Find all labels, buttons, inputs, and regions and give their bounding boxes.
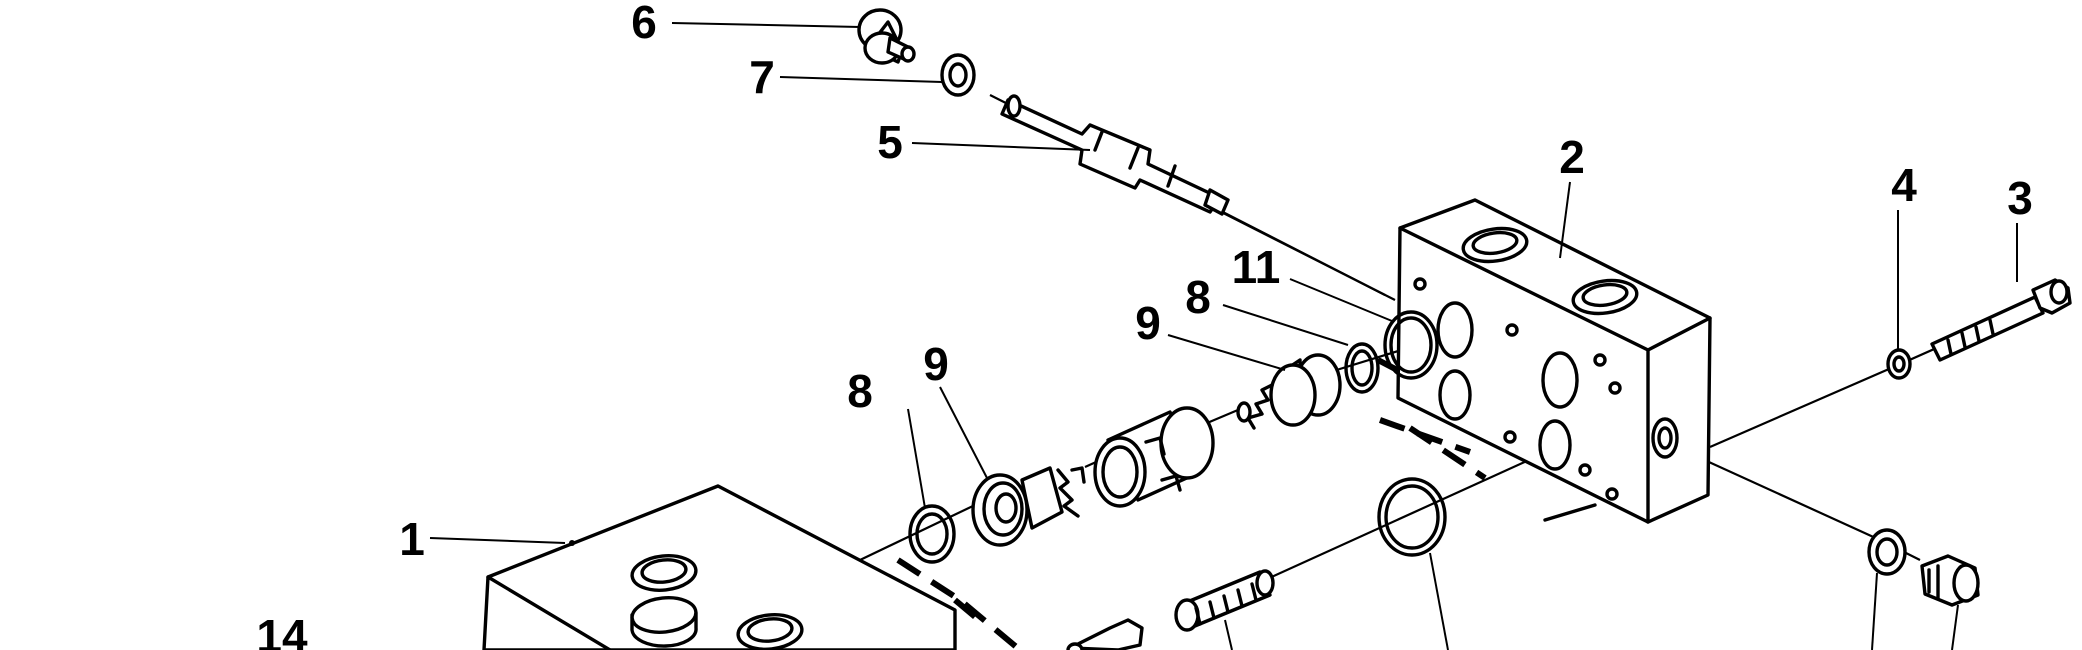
callout-9-upper: 9 — [1135, 297, 1161, 349]
callout-11: 11 — [1232, 241, 1281, 293]
part-1-main-block — [482, 484, 957, 650]
small-fitting — [1066, 618, 1144, 650]
sleeve — [1093, 406, 1215, 508]
part-9-lower-poppet — [971, 466, 1086, 547]
callout-4: 4 — [1891, 159, 1917, 211]
part-3-bolt — [1930, 278, 2072, 362]
part-4-washer — [1886, 348, 1912, 380]
callout-3: 3 — [2007, 172, 2033, 224]
callout-8-lower: 8 — [847, 365, 873, 417]
part-11-oring — [1383, 310, 1439, 380]
callout-14: 14 — [256, 610, 308, 650]
callout-8-upper: 8 — [1185, 271, 1211, 323]
callout-9-lower: 9 — [923, 338, 949, 390]
threaded-plug — [1174, 569, 1275, 632]
part-8-lower-oring — [908, 504, 956, 564]
part-2-valve-block — [1396, 198, 1712, 524]
callouts: 6 7 5 2 4 3 11 8 9 8 9 1 14 — [256, 0, 2032, 650]
part-9-upper-poppet — [1236, 353, 1342, 430]
part-7-seal — [940, 53, 976, 97]
callout-6: 6 — [631, 0, 657, 48]
callout-7: 7 — [749, 51, 775, 103]
callout-5: 5 — [877, 116, 903, 168]
oring-lower-middle — [1377, 477, 1447, 557]
callout-1: 1 — [399, 513, 425, 565]
part-6-plug — [857, 8, 916, 65]
part-5-spool — [1000, 94, 1230, 216]
callout-2: 2 — [1559, 131, 1585, 183]
leader-lines — [429, 22, 2018, 650]
right-washer-plug — [1867, 528, 1980, 607]
part-8-upper-oring — [1344, 342, 1380, 394]
